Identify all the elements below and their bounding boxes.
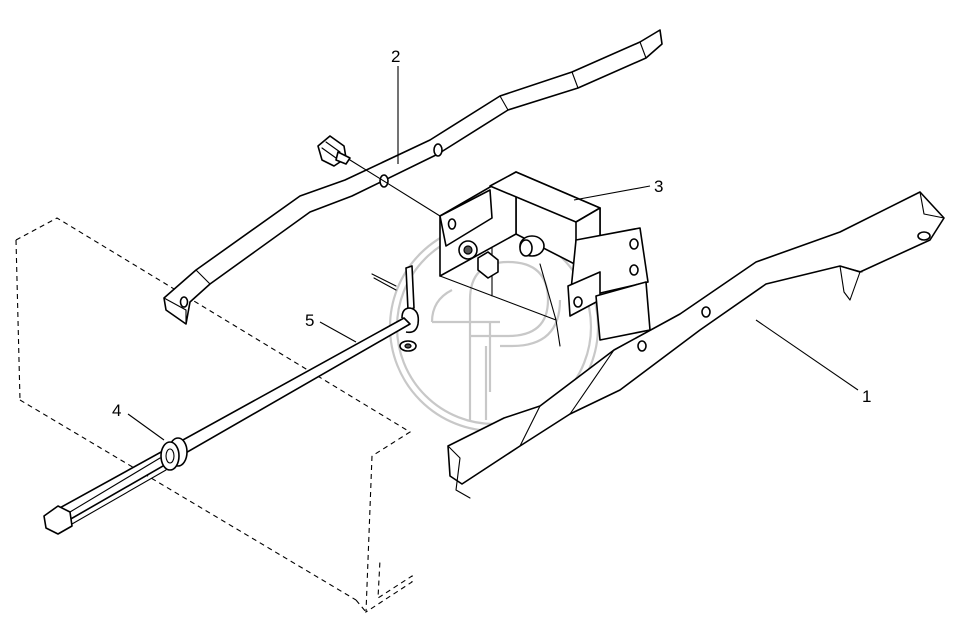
callout-label-2: 2 bbox=[391, 47, 400, 66]
shaft-part-5 bbox=[43, 317, 411, 535]
callout-3: 3 bbox=[573, 177, 663, 201]
bushing-part-4 bbox=[160, 437, 188, 471]
callout-5: 5 bbox=[305, 311, 357, 343]
callout-label-3: 3 bbox=[654, 177, 663, 196]
frame-member-outline bbox=[15, 217, 413, 614]
hitch-bracket-part-3 bbox=[439, 171, 651, 347]
rail-hole-icon bbox=[433, 143, 443, 157]
callout-2: 2 bbox=[391, 47, 400, 164]
right-rail-part-1 bbox=[447, 191, 945, 499]
rail-hole-icon bbox=[179, 296, 189, 308]
bracket-hole-icon bbox=[629, 264, 639, 276]
left-rail-part-2 bbox=[163, 29, 663, 325]
rail-hole-icon bbox=[637, 340, 647, 352]
shaft-hex-end-icon bbox=[43, 505, 73, 535]
nut-icon bbox=[477, 251, 499, 279]
bracket-hole-icon bbox=[629, 238, 639, 250]
callout-label-1: 1 bbox=[862, 387, 871, 406]
callout-label-5: 5 bbox=[305, 311, 314, 330]
callout-1: 1 bbox=[755, 319, 871, 406]
bracket-hole-icon bbox=[573, 296, 583, 308]
callout-label-4: 4 bbox=[112, 401, 121, 420]
rail-hole-icon bbox=[701, 306, 711, 318]
bracket-hole-icon bbox=[447, 218, 457, 230]
hex-bolt bbox=[317, 135, 441, 217]
callout-4: 4 bbox=[112, 401, 165, 441]
rail-hole-icon bbox=[917, 231, 931, 241]
